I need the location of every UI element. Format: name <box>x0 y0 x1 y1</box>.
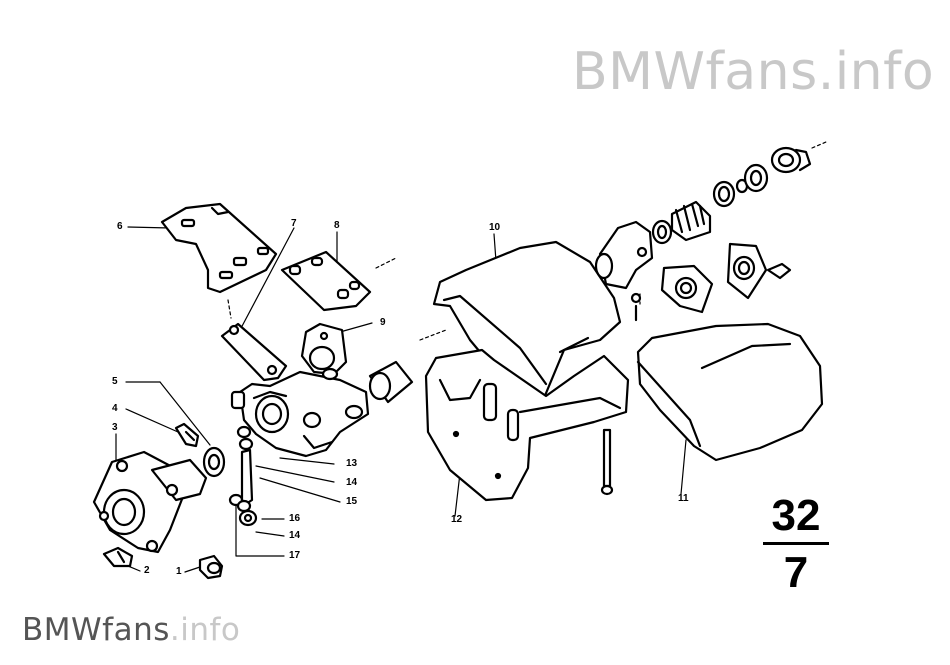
callout-12: 12 <box>451 514 463 525</box>
watermark-top: BMWfans.info <box>572 42 934 102</box>
part-8-plate <box>280 250 372 312</box>
callout-15: 15 <box>346 496 358 507</box>
callout-4: 4 <box>112 403 118 414</box>
callout-5: 5 <box>112 376 118 387</box>
callout-9: 9 <box>380 317 386 328</box>
callout-2: 2 <box>144 565 150 576</box>
callout-8: 8 <box>334 220 340 231</box>
bearing-stack <box>651 146 812 245</box>
small-bolt-right <box>766 262 792 280</box>
part-2-clip <box>102 546 134 568</box>
part-7-strap <box>220 322 288 382</box>
callout-1: 1 <box>176 566 182 577</box>
callout-16: 16 <box>289 513 301 524</box>
callout-13: 13 <box>346 458 358 469</box>
figure-number: 32 7 <box>762 494 830 595</box>
watermark-bottom-brand: BMWfans <box>22 612 170 648</box>
part-14-washer-bottom <box>236 499 252 513</box>
callout-11: 11 <box>678 493 689 504</box>
figure-divider <box>763 542 829 545</box>
part-10-upper-cover <box>432 240 622 406</box>
flange-plate-left <box>660 264 714 314</box>
part-9-clamp <box>300 322 348 376</box>
part-1-screw <box>198 554 224 580</box>
part-16-nut <box>238 509 258 527</box>
watermark-bottom-suffix: .info <box>169 612 241 648</box>
column-bracket <box>594 220 654 290</box>
part-4-bolt <box>174 422 200 448</box>
long-bolt <box>600 428 614 496</box>
callout-6: 6 <box>117 221 123 232</box>
part-13-lock-housing <box>230 367 370 458</box>
figure-subgroup: 7 <box>783 548 809 597</box>
callout-14-upper: 14 <box>346 477 358 488</box>
watermark-bottom: BMWfans.info <box>22 612 240 648</box>
part-14-washer-top <box>236 425 254 451</box>
callout-3: 3 <box>112 422 118 433</box>
part-15-pin <box>240 448 254 506</box>
watermark-top-suffix: .info <box>817 42 935 102</box>
part-3-flange <box>92 450 208 554</box>
part-6-bracket <box>160 202 278 294</box>
callout-7: 7 <box>291 218 297 229</box>
tube-sleeve <box>368 360 414 404</box>
part-12-lower-cover <box>424 348 630 502</box>
figure-group: 32 <box>771 491 821 540</box>
watermark-top-brand: BMWfans <box>572 42 818 102</box>
part-5-washer <box>202 446 226 478</box>
callout-17: 17 <box>289 550 301 561</box>
part-11-trim-cover <box>636 322 824 462</box>
flange-plate-right <box>726 242 768 300</box>
callout-10: 10 <box>489 222 501 233</box>
callout-14-lower: 14 <box>289 530 301 541</box>
small-bolt-mid <box>630 292 642 322</box>
